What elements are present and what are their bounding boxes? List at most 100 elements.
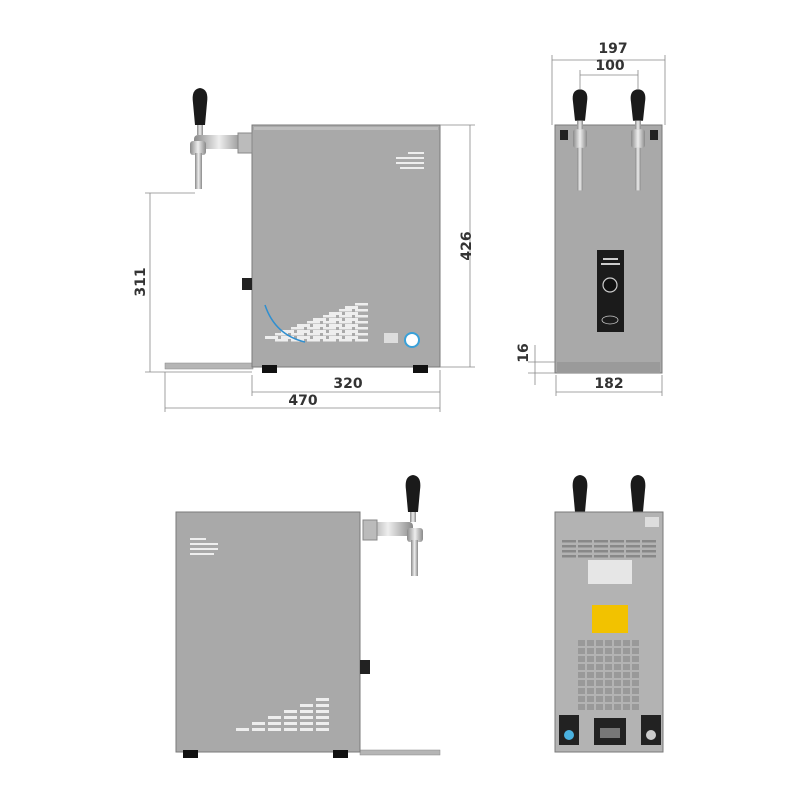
vent-slot: [578, 640, 585, 646]
vent-slot: [578, 680, 585, 686]
warning-label: [592, 605, 628, 633]
vent-slot: [316, 722, 329, 725]
vent-slot: [339, 315, 352, 318]
vent-slot: [614, 640, 621, 646]
vent-slot: [596, 640, 603, 646]
vent-slot: [626, 545, 640, 548]
vent-slot: [284, 722, 297, 725]
vent-slot: [594, 555, 608, 558]
vent-slot: [614, 688, 621, 694]
vent-slot: [596, 688, 603, 694]
vent-slot: [275, 339, 288, 342]
vent-slot: [300, 710, 313, 713]
vent-slot: [323, 333, 336, 336]
vent-slot: [605, 696, 612, 702]
vent-slot: [596, 648, 603, 654]
vent-slot: [605, 664, 612, 670]
vent-slot: [587, 640, 594, 646]
vent-slot: [284, 716, 297, 719]
vent-slot: [596, 680, 603, 686]
vent-slot: [642, 550, 656, 553]
side-view-right: [175, 475, 441, 758]
vent-slot: [281, 336, 294, 339]
condenser-grille: [578, 640, 639, 710]
vent-slot: [626, 555, 640, 558]
vent-slot: [281, 330, 294, 333]
vent-slot: [632, 696, 639, 702]
vent-slot: [562, 550, 576, 553]
vent-slot: [605, 640, 612, 646]
vent-grille-icon: [190, 538, 218, 555]
vent-slot: [642, 540, 656, 543]
vent-slot: [578, 648, 585, 654]
vent-slot: [596, 704, 603, 710]
lower-vents: [236, 698, 329, 731]
vent-slot: [291, 333, 304, 336]
vent-slot: [614, 680, 621, 686]
vent-slot: [578, 550, 592, 553]
vent-slot: [355, 309, 368, 312]
rating-plate: [588, 560, 632, 584]
vent-slot: [297, 330, 310, 333]
vent-slot: [268, 728, 281, 731]
vent-slot: [596, 696, 603, 702]
vent-slot: [339, 333, 352, 336]
vent-slot: [610, 540, 624, 543]
vent-slot: [632, 672, 639, 678]
side-view-left: [164, 88, 441, 373]
rear-vents: [562, 540, 656, 558]
vent-slot: [313, 330, 326, 333]
vent-slot: [614, 696, 621, 702]
vent-slot: [626, 550, 640, 553]
vent-slot: [316, 710, 329, 713]
vent-slot: [632, 704, 639, 710]
vent-slot: [594, 550, 608, 553]
dimension-label-100: 100: [595, 58, 624, 74]
vent-slot: [339, 339, 352, 342]
vent-slot: [236, 728, 249, 731]
foot: [262, 365, 277, 373]
brand-logo: [601, 315, 619, 325]
vent-slot: [355, 303, 368, 306]
vent-slot: [614, 672, 621, 678]
vent-slot: [329, 336, 342, 339]
vent-slot: [623, 640, 630, 646]
logo-icon: [404, 332, 420, 348]
vent-slot: [313, 324, 326, 327]
vent-slot: [594, 545, 608, 548]
vent-slot: [291, 327, 304, 330]
vent-slot: [632, 664, 639, 670]
beer-tap-icon: [190, 88, 253, 189]
vent-slot: [323, 339, 336, 342]
dimension-lines-front: [528, 55, 666, 396]
vent-slot: [329, 318, 342, 321]
vent-slot: [578, 540, 592, 543]
vent-slot: [252, 728, 265, 731]
vent-slot: [316, 698, 329, 701]
vent-slot: [284, 710, 297, 713]
vent-slot: [345, 336, 358, 339]
vent-slot: [578, 545, 592, 548]
vent-slot: [587, 704, 594, 710]
vent-slot: [605, 656, 612, 662]
vent-slot: [578, 555, 592, 558]
vent-slot: [339, 309, 352, 312]
vent-slot: [632, 680, 639, 686]
vent-slot: [623, 696, 630, 702]
vent-slot: [587, 696, 594, 702]
dimension-lines-side: [145, 124, 475, 412]
vent-slot: [605, 704, 612, 710]
vent-slot: [578, 696, 585, 702]
vent-slot: [623, 704, 630, 710]
dimension-label-197: 197: [598, 41, 627, 57]
vent-slot: [562, 540, 576, 543]
vent-slot: [614, 648, 621, 654]
vent-slot: [300, 722, 313, 725]
vent-slot: [614, 704, 621, 710]
thermostat-knob[interactable]: [602, 277, 618, 293]
vent-slot: [587, 664, 594, 670]
vent-slot: [623, 648, 630, 654]
vent-slot: [316, 716, 329, 719]
vent-slot: [578, 672, 585, 678]
vent-slot: [323, 321, 336, 324]
